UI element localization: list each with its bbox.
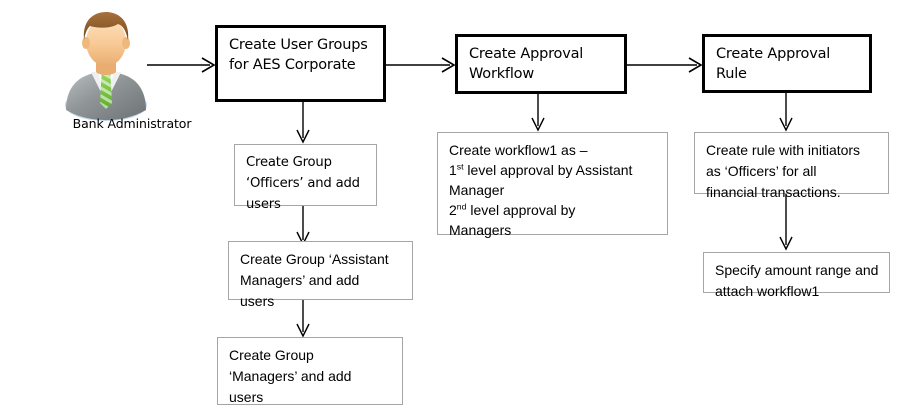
node-create-group-officers-label: Create Group ‘Officers’ and add users	[246, 155, 360, 212]
node-create-group-managers[interactable]: Create Group ‘Managers’ and add users	[217, 337, 403, 405]
avatar-head	[86, 18, 126, 66]
node-create-approval-workflow-label: Create Approval Workflow	[469, 46, 584, 82]
node-create-group-officers[interactable]: Create Group ‘Officers’ and add users	[234, 144, 377, 212]
node-create-rule-initiators-label: Create rule with initiators as ‘Officers…	[706, 142, 861, 200]
connector-create-user-groups-to-officers	[294, 100, 312, 146]
node-create-workflow1-line-1: Create workflow1 as –	[449, 142, 588, 158]
node-create-group-assistant-managers-label: Create Group ‘Assistant Managers’ and ad…	[240, 251, 389, 309]
connector-create-approval-rule-to-rule-initiators	[777, 92, 795, 134]
connector-create-approval-workflow-to-create-approval-rule	[625, 56, 707, 74]
node-create-group-managers-label: Create Group ‘Managers’ and add users	[229, 347, 352, 405]
connector-rule-initiators-to-specify-amount-range	[777, 194, 795, 254]
connector-create-approval-workflow-to-workflow1	[529, 92, 547, 134]
node-create-approval-rule[interactable]: Create Approval Rule	[702, 34, 872, 93]
connector-assistant-managers-to-managers	[294, 298, 312, 340]
node-create-workflow1-line-5: Managers	[449, 222, 512, 238]
bank-administrator-avatar	[58, 6, 206, 131]
node-create-workflow1-line-3: Manager	[449, 182, 505, 198]
node-create-approval-rule-label: Create Approval Rule	[716, 46, 831, 82]
node-create-workflow1-line-2: 1st level approval by Assistant	[449, 161, 633, 178]
node-create-user-groups[interactable]: Create User Groups for AES Corporate	[215, 25, 386, 102]
connector-actor-to-create-user-groups	[146, 56, 220, 74]
avatar-hair	[83, 12, 129, 40]
node-specify-amount-range[interactable]: Specify amount range and attach workflow…	[703, 252, 890, 299]
business-person-avatar-icon	[65, 12, 147, 121]
connector-create-user-groups-to-create-approval-workflow	[384, 56, 460, 74]
node-create-user-groups-label: Create User Groups for AES Corporate	[229, 37, 368, 73]
node-create-group-assistant-managers[interactable]: Create Group ‘Assistant Managers’ and ad…	[228, 241, 413, 309]
bank-administrator-label: Bank Administrator	[72, 116, 192, 131]
node-specify-amount-range-label: Specify amount range and attach workflow…	[715, 262, 879, 299]
node-create-rule-initiators[interactable]: Create rule with initiators as ‘Officers…	[694, 132, 889, 200]
node-create-approval-workflow[interactable]: Create Approval Workflow	[455, 34, 627, 94]
node-create-workflow1-line-4: 2nd level approval by	[449, 201, 576, 218]
node-create-workflow1[interactable]: Create workflow1 as – 1st level approval…	[437, 132, 668, 238]
